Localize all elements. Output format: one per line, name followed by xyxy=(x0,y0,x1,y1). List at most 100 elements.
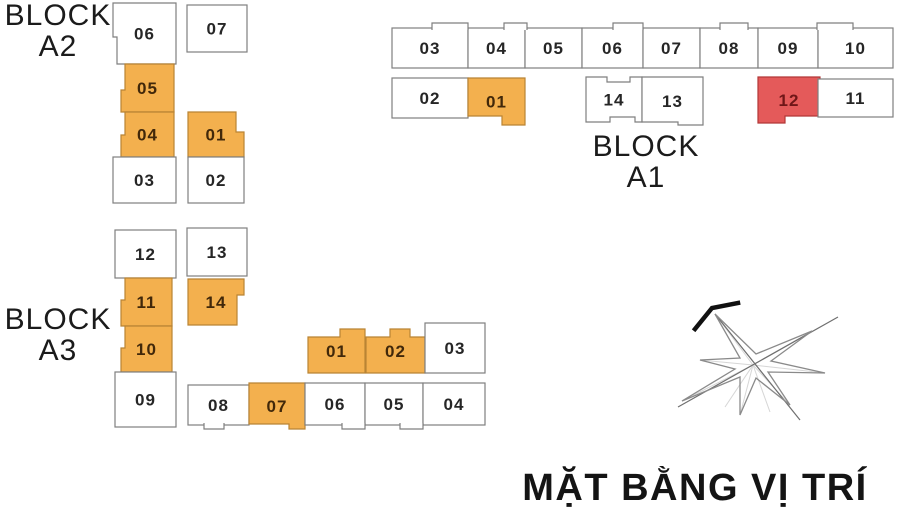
unit-shape xyxy=(524,27,583,69)
unit-notch xyxy=(399,423,424,430)
unit-shape xyxy=(112,2,177,65)
unit-number: 03 xyxy=(445,339,466,358)
unit-number: 02 xyxy=(385,342,406,361)
unit-a1-12[interactable]: 12 xyxy=(757,76,821,124)
unit-number: 01 xyxy=(486,93,507,112)
unit-a2-05[interactable]: 05 xyxy=(120,63,175,113)
unit-shape xyxy=(120,63,175,113)
unit-shape xyxy=(757,27,819,69)
unit-shape xyxy=(114,371,177,428)
unit-number: 03 xyxy=(134,171,155,190)
unit-number: 04 xyxy=(486,39,507,58)
unit-a1-13[interactable]: 13 xyxy=(641,76,704,126)
unit-a2-06[interactable]: 06 xyxy=(112,2,177,65)
unit-a1-01[interactable]: 01 xyxy=(467,77,526,126)
block-label-line: BLOCK xyxy=(592,130,700,163)
unit-number: 01 xyxy=(326,342,347,361)
unit-a3-02[interactable]: 02 xyxy=(365,328,426,374)
unit-a3-03[interactable]: 03 xyxy=(424,322,486,374)
unit-number: 10 xyxy=(136,340,157,359)
unit-number: 09 xyxy=(778,39,799,58)
unit-a1-07[interactable]: 07 xyxy=(642,27,701,69)
unit-a1-08[interactable]: 08 xyxy=(699,27,759,69)
unit-a1-09[interactable]: 09 xyxy=(757,27,819,69)
unit-a1-05[interactable]: 05 xyxy=(524,27,583,69)
unit-shape xyxy=(365,328,426,374)
block-a3-label: BLOCK A3 xyxy=(0,304,116,366)
unit-a3-10[interactable]: 10 xyxy=(120,325,173,373)
unit-shape xyxy=(581,27,644,69)
unit-notch xyxy=(612,22,644,30)
unit-notch xyxy=(341,423,366,430)
unit-a3-13[interactable]: 13 xyxy=(186,227,248,277)
unit-notch xyxy=(719,22,749,30)
unit-a1-03[interactable]: 03 xyxy=(391,27,469,69)
unit-shape xyxy=(187,156,245,204)
unit-shape xyxy=(186,227,248,277)
unit-number: 02 xyxy=(206,171,227,190)
unit-a3-01[interactable]: 01 xyxy=(307,328,366,374)
north-arrow-icon xyxy=(691,300,741,333)
unit-a3-04[interactable]: 04 xyxy=(422,382,486,426)
block-label-line: BLOCK xyxy=(4,303,112,336)
unit-a1-06[interactable]: 06 xyxy=(581,27,644,69)
unit-a3-11[interactable]: 11 xyxy=(120,277,173,327)
unit-notch xyxy=(431,22,469,30)
unit-a3-09[interactable]: 09 xyxy=(114,371,177,428)
unit-a2-03[interactable]: 03 xyxy=(112,156,177,204)
unit-a1-10[interactable]: 10 xyxy=(817,27,894,69)
unit-shape xyxy=(391,77,469,119)
unit-number: 13 xyxy=(207,243,228,262)
unit-number: 08 xyxy=(208,396,229,415)
unit-shape xyxy=(112,156,177,204)
unit-shape xyxy=(120,277,173,327)
unit-shape xyxy=(422,382,486,426)
unit-a3-06[interactable]: 06 xyxy=(304,382,366,426)
unit-number: 06 xyxy=(325,395,346,414)
unit-number: 07 xyxy=(661,39,682,58)
unit-notch xyxy=(503,22,528,30)
unit-a2-07[interactable]: 07 xyxy=(186,4,248,53)
block-label-line: A3 xyxy=(38,334,78,367)
unit-shape xyxy=(187,384,250,426)
block-label-line: A2 xyxy=(38,30,78,63)
unit-number: 09 xyxy=(135,391,156,410)
unit-number: 08 xyxy=(719,39,740,58)
unit-a3-05[interactable]: 05 xyxy=(364,382,424,426)
unit-shape xyxy=(642,27,701,69)
unit-a3-12[interactable]: 12 xyxy=(114,229,177,279)
unit-number: 05 xyxy=(384,395,405,414)
unit-shape xyxy=(304,382,366,426)
unit-a2-02[interactable]: 02 xyxy=(187,156,245,204)
unit-shape xyxy=(757,76,821,124)
unit-a1-04[interactable]: 04 xyxy=(467,27,526,69)
unit-a3-08[interactable]: 08 xyxy=(187,384,250,426)
unit-a3-07[interactable]: 07 xyxy=(248,382,306,430)
unit-notch xyxy=(816,22,854,30)
unit-a1-02[interactable]: 02 xyxy=(391,77,469,119)
unit-shape xyxy=(817,78,894,118)
unit-number: 04 xyxy=(137,126,158,145)
unit-number: 12 xyxy=(135,245,156,264)
unit-a1-11[interactable]: 11 xyxy=(817,78,894,118)
plan-title: MẶT BẰNG VỊ TRÍ xyxy=(522,467,868,509)
unit-number: 07 xyxy=(207,20,228,39)
unit-a3-14[interactable]: 14 xyxy=(187,278,245,326)
unit-shape xyxy=(467,77,526,126)
unit-shape xyxy=(424,322,486,374)
unit-notch xyxy=(203,423,225,430)
unit-a2-04[interactable]: 04 xyxy=(120,111,175,158)
unit-shape xyxy=(307,328,366,374)
compass-star xyxy=(681,313,826,416)
unit-shape xyxy=(641,76,704,126)
compass-axes xyxy=(677,313,839,421)
unit-number: 06 xyxy=(602,39,623,58)
compass-rose-icon xyxy=(677,300,839,421)
unit-number: 11 xyxy=(137,293,157,312)
unit-a2-01[interactable]: 01 xyxy=(187,111,245,158)
unit-a1-14[interactable]: 14 xyxy=(585,76,643,123)
unit-number: 11 xyxy=(846,89,866,108)
unit-number: 12 xyxy=(779,91,800,110)
block-label-line: BLOCK xyxy=(4,0,112,32)
